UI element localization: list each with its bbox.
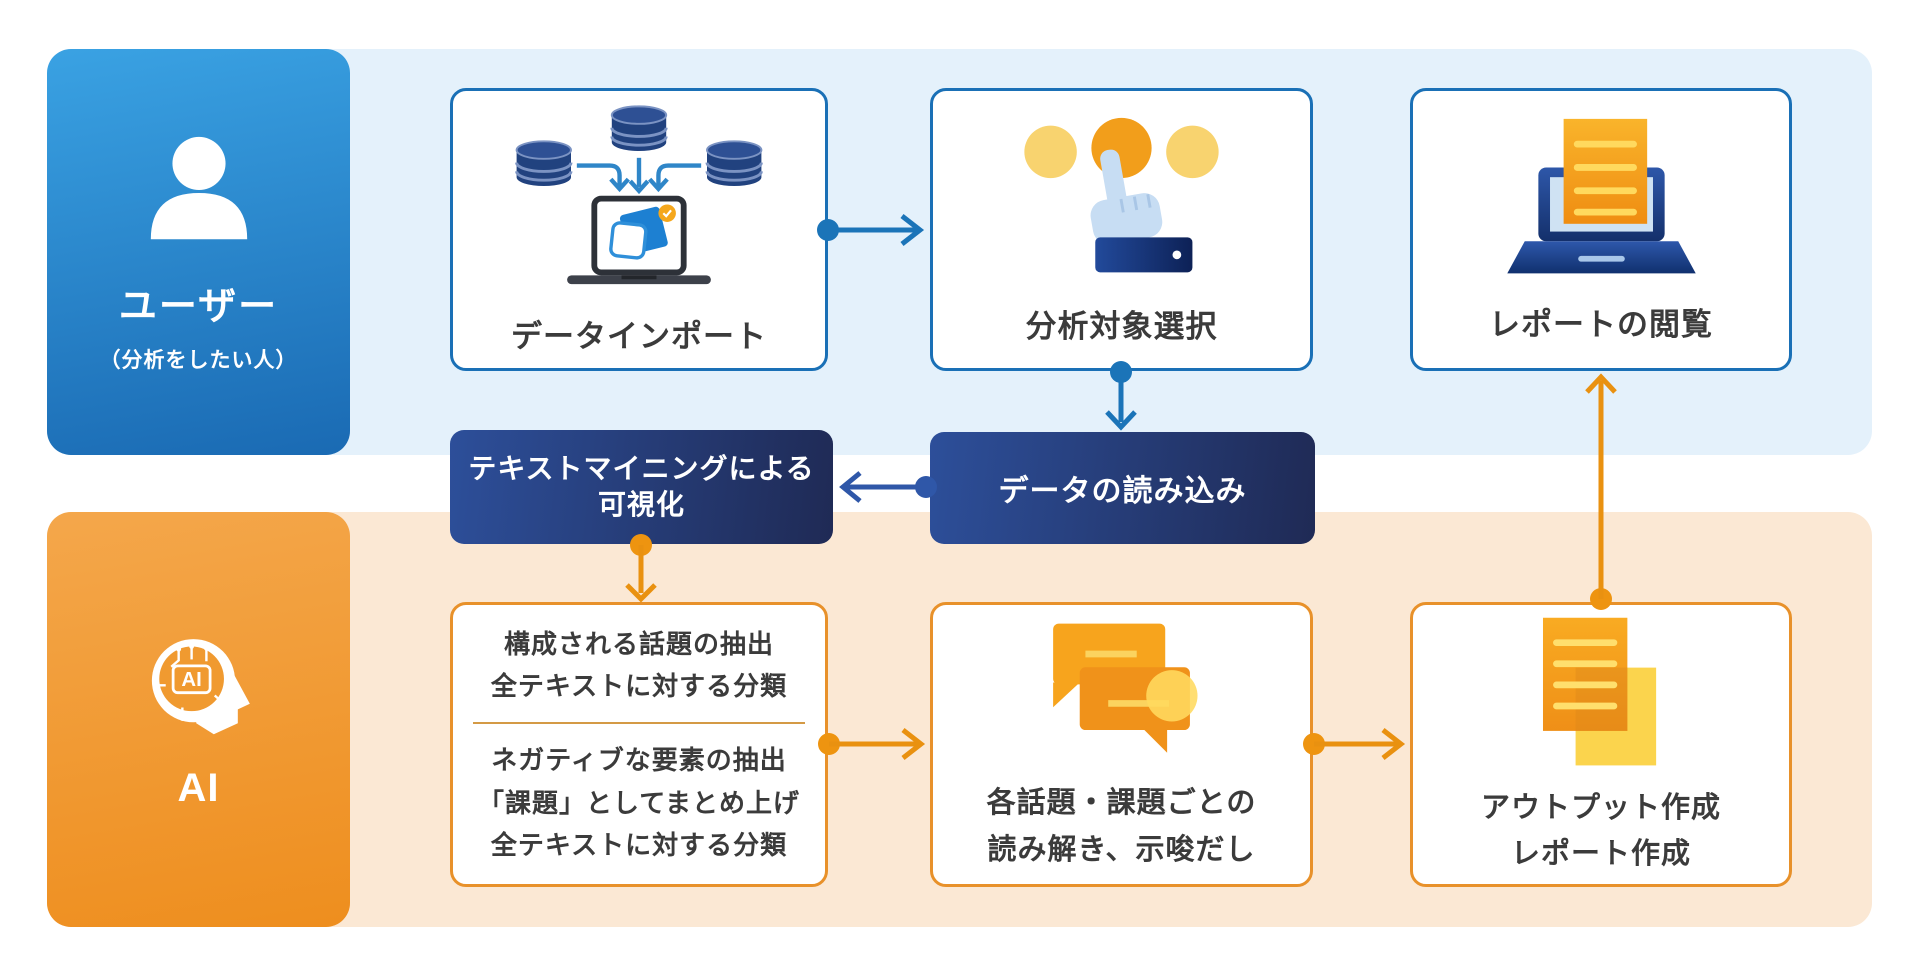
- extract-top-line2: 全テキストに対する分類: [490, 671, 788, 702]
- extract-bottom-line2: 「課題」としてまとめ上げ: [478, 787, 800, 818]
- select-target-icon: [1024, 117, 1219, 273]
- extract-top-lines: 構成される話題の抽出 全テキストに対する分類: [491, 623, 787, 707]
- insight-lines: 各話題・課題ごとの 読み解き、示唆だし: [987, 780, 1257, 873]
- user-lane-subtitle: （分析をしたい人）: [99, 348, 298, 372]
- extract-bottom-line3: 全テキストに対する分類: [490, 829, 788, 860]
- user-lane-header: ユーザー （分析をしたい人）: [47, 49, 350, 455]
- text-mining-line2: 可視化: [597, 489, 685, 520]
- ai-head-icon-label: AI: [181, 669, 201, 691]
- output-line1: アウトプット作成: [1480, 791, 1721, 824]
- insight-line1: 各話題・課題ごとの: [986, 787, 1257, 820]
- ai-box-insight: 各話題・課題ごとの 読み解き、示唆だし: [930, 602, 1313, 887]
- extract-top-line1: 構成される話題の抽出: [503, 629, 774, 660]
- system-box-data-load: データの読み込み: [930, 432, 1315, 544]
- step-label-data-import: データインポート: [511, 319, 767, 354]
- ai-lane-header: AI AI: [47, 512, 350, 927]
- insight-line2: 読み解き、示唆だし: [987, 833, 1256, 866]
- output-lines: アウトプット作成 レポート作成: [1481, 785, 1721, 878]
- step-box-select-target: 分析対象選択: [930, 88, 1313, 371]
- data-import-icon: [515, 104, 763, 285]
- system-box-text-mining: テキストマイニングによる 可視化: [450, 430, 833, 544]
- extract-bottom-line1: ネガティブな要素の抽出: [491, 745, 787, 776]
- step-box-report-view: レポートの閲覧: [1410, 88, 1792, 371]
- user-lane-title: ユーザー: [118, 285, 279, 328]
- step-label-select-target: 分析対象選択: [1025, 309, 1218, 344]
- step-label-report-view: レポートの閲覧: [1489, 307, 1713, 342]
- output-line2: レポート作成: [1510, 838, 1691, 870]
- user-person-icon: [150, 136, 247, 239]
- documents-icon: [1542, 617, 1657, 766]
- ai-box-topic-extraction: 構成される話題の抽出 全テキストに対する分類 ネガティブな要素の抽出 「課題」と…: [450, 602, 828, 887]
- ai-head-icon: AI: [151, 639, 250, 735]
- step-box-data-import: データインポート: [450, 88, 828, 371]
- extract-divider: [473, 722, 805, 725]
- data-load-label: データの読み込み: [998, 475, 1247, 508]
- chat-bubbles-icon: [1052, 623, 1198, 753]
- ai-lane-title: AI: [177, 766, 220, 810]
- report-view-icon: [1506, 118, 1696, 274]
- arrow-load-to-mining: [839, 471, 937, 503]
- extract-bottom-lines: ネガティブな要素の抽出 「課題」としてまとめ上げ 全テキストに対する分類: [478, 739, 800, 865]
- text-mining-line1: テキストマイニングによる: [468, 453, 815, 485]
- ai-box-output: アウトプット作成 レポート作成: [1410, 602, 1792, 887]
